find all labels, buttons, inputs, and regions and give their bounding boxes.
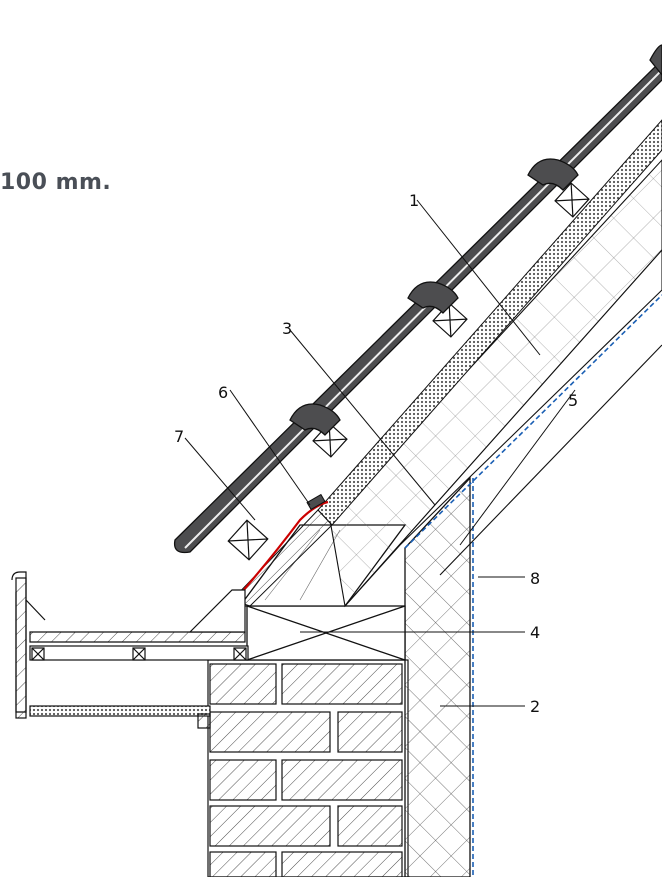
inner-wall bbox=[404, 476, 474, 878]
callout-8: 8 bbox=[530, 569, 540, 588]
callout-7: 7 bbox=[174, 427, 184, 446]
wall-plate bbox=[246, 605, 406, 661]
gutter-assembly bbox=[11, 571, 249, 729]
callout-5: 5 bbox=[568, 391, 578, 410]
leader-lines bbox=[184, 199, 576, 707]
callout-3: 3 bbox=[282, 319, 292, 338]
caption-text: 100 mm. bbox=[0, 170, 112, 195]
callout-6: 6 bbox=[218, 383, 228, 402]
battens bbox=[227, 182, 590, 561]
roof-insulation bbox=[329, 159, 662, 608]
vapour-layer bbox=[404, 294, 662, 549]
ceiling-line bbox=[439, 344, 662, 576]
eaves-flashing bbox=[231, 493, 333, 607]
brick-wall bbox=[207, 659, 409, 878]
roof-tiles bbox=[173, 44, 662, 554]
callout-1: 1 bbox=[409, 191, 419, 210]
callout-4: 4 bbox=[530, 623, 540, 642]
callout-2: 2 bbox=[530, 697, 540, 716]
